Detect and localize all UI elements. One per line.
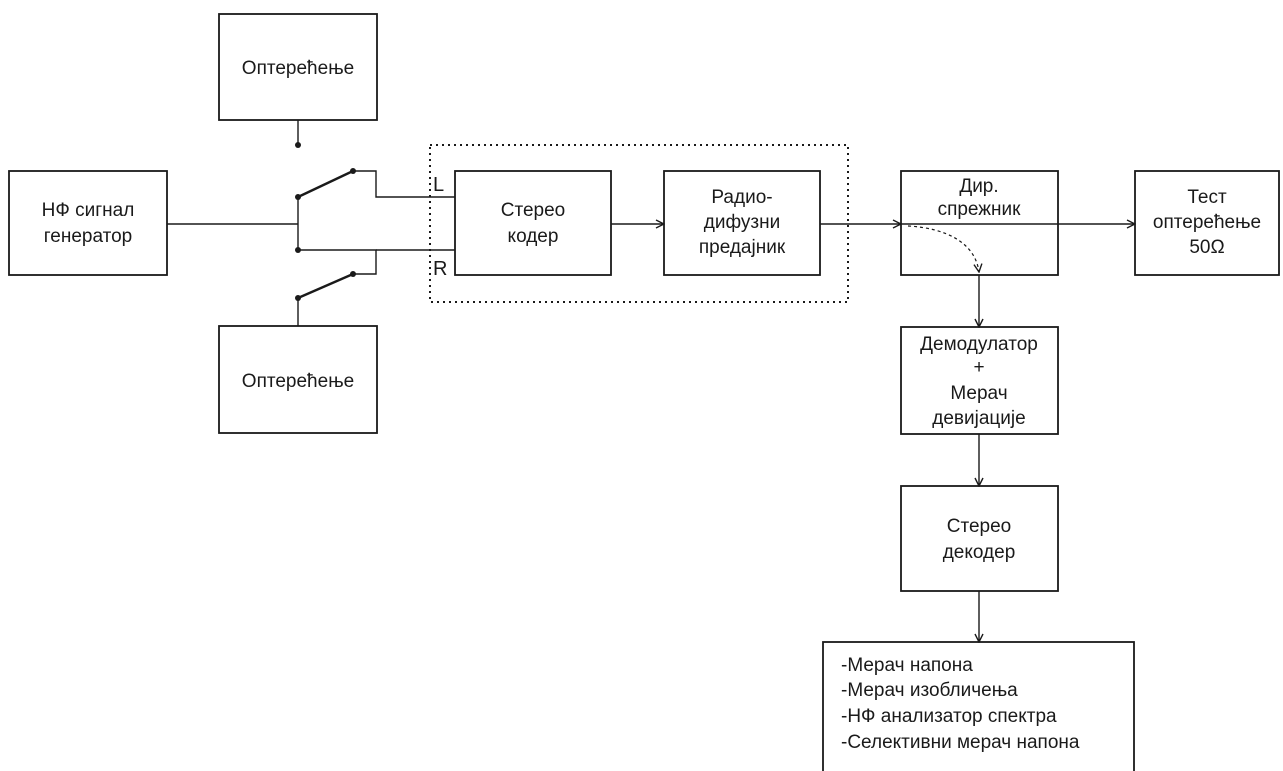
instrument-item-1: -Мерач напона bbox=[841, 655, 973, 676]
broadcast-tx-label-line3: предајник bbox=[699, 237, 786, 258]
lf-generator-block: НФ сигнал генератор bbox=[8, 170, 168, 276]
lower-switch-blade bbox=[297, 272, 354, 300]
coupler-coupled-path bbox=[907, 225, 979, 272]
instruments-block: -Мерач напона -Мерач изобличења -НФ анал… bbox=[822, 641, 1135, 771]
wire-right-channel bbox=[298, 249, 377, 275]
load-top-label: Оптерећење bbox=[242, 58, 354, 79]
demodulator-label-line1: Демодулатор bbox=[920, 334, 1038, 355]
directional-coupler-block: Дир. спрежник bbox=[900, 170, 1059, 276]
stereo-decoder-block: Стерео декодер bbox=[900, 485, 1059, 592]
stereo-decoder-label-line1: Стерео bbox=[947, 516, 1011, 537]
demodulator-label-line3: Мерач bbox=[950, 383, 1007, 404]
stereo-coder-label-line1: Стерео bbox=[501, 200, 565, 221]
instrument-item-3: -НФ анализатор спектра bbox=[841, 706, 1057, 727]
demodulator-label-line2: + bbox=[973, 357, 984, 378]
stereo-coder-block: Стерео кодер bbox=[454, 170, 612, 276]
top-load-contact bbox=[295, 142, 301, 148]
broadcast-tx-label-line2: дифузни bbox=[704, 212, 780, 233]
broadcast-tx-label-line1: Радио- bbox=[711, 187, 772, 208]
upper-switch-blade bbox=[297, 169, 354, 199]
stereo-coder-label-line2: кодер bbox=[508, 226, 559, 247]
test-load-label-line1: Тест bbox=[1187, 187, 1227, 208]
demodulator-block: Демодулатор + Мерач девијације bbox=[900, 326, 1059, 435]
broadcast-transmitter-block: Радио- дифузни предајник bbox=[663, 170, 821, 276]
stereo-decoder-label-line2: декодер bbox=[943, 542, 1016, 563]
load-bottom-label: Оптерећење bbox=[242, 371, 354, 392]
dir-coupler-label-line1: Дир. bbox=[959, 176, 998, 197]
lf-generator-label-line2: генератор bbox=[44, 226, 132, 247]
wire-left-channel bbox=[353, 170, 455, 198]
instrument-item-2: -Мерач изобличења bbox=[841, 680, 1018, 701]
test-load-label-line2: оптерећење bbox=[1153, 212, 1261, 233]
channel-label-right: R bbox=[433, 258, 447, 280]
dir-coupler-label-line2: спрежник bbox=[938, 199, 1022, 220]
demodulator-label-line4: девијације bbox=[932, 408, 1025, 429]
channel-label-left: L bbox=[433, 174, 444, 196]
lf-generator-label-line1: НФ сигнал bbox=[42, 200, 135, 221]
load-top-block: Оптерећење bbox=[218, 13, 378, 121]
test-load-block: Тест оптерећење 50Ω bbox=[1134, 170, 1280, 276]
instrument-item-4: -Селективни мерач напона bbox=[841, 732, 1080, 753]
load-bottom-block: Оптерећење bbox=[218, 325, 378, 434]
test-load-label-line3: 50Ω bbox=[1189, 237, 1224, 258]
